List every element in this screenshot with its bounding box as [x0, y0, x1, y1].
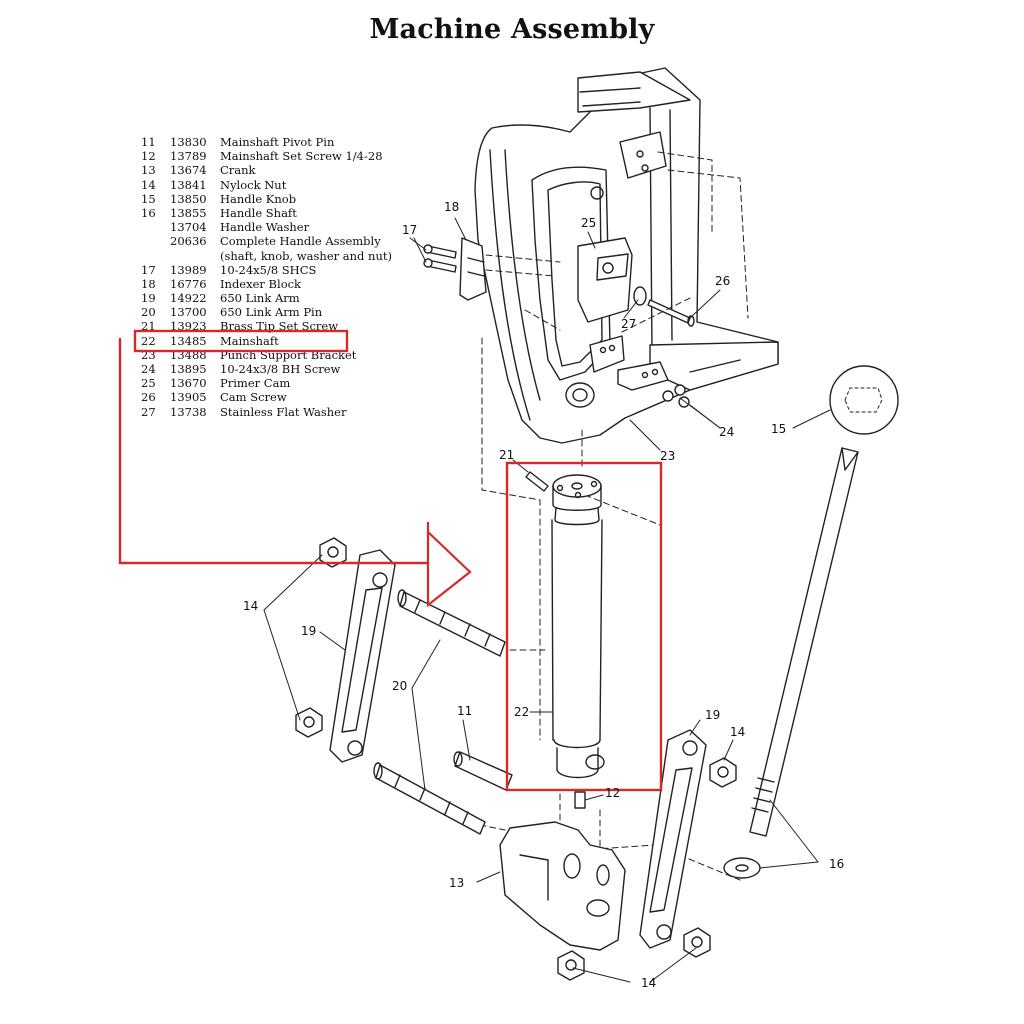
callout-labels: 18 17 25 26 27 24 15 23 21 14 19 20 11 2… — [243, 200, 844, 990]
highlight-overlays — [118, 329, 663, 792]
callout-13: 13 — [449, 876, 464, 890]
callout-22: 22 — [514, 705, 529, 719]
page-title: Machine Assembly — [369, 14, 655, 45]
callout-21: 21 — [499, 448, 514, 462]
shcs-screws — [423, 244, 457, 273]
link-arm-right — [639, 729, 707, 949]
callout-19-right: 19 — [705, 708, 720, 722]
link-arm-left — [329, 549, 396, 763]
crank — [499, 821, 626, 951]
callout-14-right: 14 — [730, 725, 745, 739]
link-arm-pins — [373, 589, 506, 835]
callout-26: 26 — [715, 274, 730, 288]
handle-shaft — [723, 447, 859, 879]
callout-16: 16 — [829, 857, 844, 871]
callout-17: 17 — [402, 223, 417, 237]
leader-lines — [263, 217, 831, 983]
highlight-box-parts-row — [133, 329, 349, 353]
callout-14-left: 14 — [243, 599, 258, 613]
bh-screws — [662, 384, 690, 408]
callout-27: 27 — [621, 317, 636, 331]
callout-24: 24 — [719, 425, 734, 439]
callout-20: 20 — [392, 679, 407, 693]
punch-support-bracket — [589, 335, 669, 391]
callout-14-bottom: 14 — [641, 976, 656, 990]
handle-knob — [829, 365, 899, 435]
primer-cam — [577, 237, 633, 323]
callout-25: 25 — [581, 216, 596, 230]
mainshaft-pivot-pin — [453, 751, 513, 791]
highlight-connector-line — [118, 338, 428, 565]
flat-washer — [633, 286, 647, 306]
callout-11: 11 — [457, 704, 472, 718]
callout-12: 12 — [605, 786, 620, 800]
indexer-block — [459, 237, 487, 301]
highlight-box-mainshaft — [505, 461, 663, 792]
mainshaft-set-screw — [574, 791, 586, 809]
callout-23: 23 — [660, 449, 675, 463]
brass-tip-set-screw — [525, 471, 549, 492]
callout-18: 18 — [444, 200, 459, 214]
highlight-arrow-head — [426, 522, 472, 608]
callout-19-left: 19 — [301, 624, 316, 638]
cam-screw — [647, 299, 695, 327]
callout-15: 15 — [771, 422, 786, 436]
mainshaft — [551, 474, 605, 779]
assembly-guide-lines — [479, 151, 749, 881]
nylock-nuts — [295, 537, 737, 981]
